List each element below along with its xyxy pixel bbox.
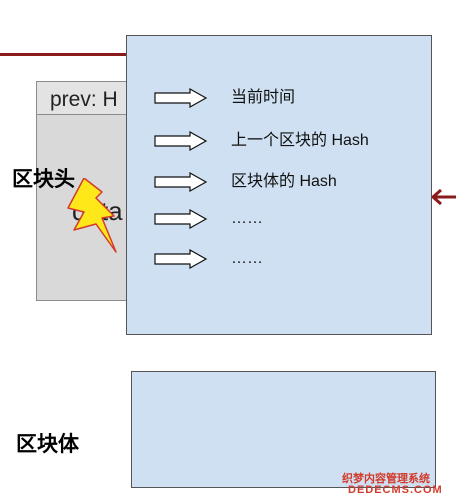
- watermark: 织梦内容管理系统 DEDECMS.COM: [342, 470, 452, 498]
- header-field-row: 上一个区块的 Hash: [127, 130, 433, 152]
- header-field-row: ……: [127, 248, 433, 270]
- lightning-icon: [67, 178, 117, 253]
- right-arrow-icon: [154, 249, 208, 269]
- header-field-text: ……: [231, 250, 263, 267]
- right-arrow-icon: [154, 209, 208, 229]
- right-arrow-icon: [154, 88, 208, 108]
- header-field-row: ……: [127, 208, 433, 230]
- header-field-row: 当前时间: [127, 87, 433, 109]
- header-field-text: ……: [231, 210, 263, 227]
- header-field-text: 上一个区块的 Hash: [231, 132, 369, 149]
- watermark-line1: 织梦内容管理系统: [342, 473, 430, 485]
- right-arrow-icon: [154, 172, 208, 192]
- header-field-row: 区块体的 Hash: [127, 171, 433, 193]
- connector-arrow-right: [431, 188, 456, 206]
- background-block-header: [36, 81, 128, 115]
- watermark-line2: DEDECMS.COM: [348, 484, 443, 496]
- connector-line-left: [0, 53, 128, 56]
- header-field-text: 区块体的 Hash: [231, 173, 337, 190]
- right-arrow-icon: [154, 131, 208, 151]
- background-block-header-text: prev: H: [50, 88, 118, 111]
- block-body-label: 区块体: [16, 433, 79, 456]
- header-field-text: 当前时间: [231, 89, 296, 106]
- block-body-panel: [131, 371, 436, 488]
- block-header-label: 区块头: [12, 168, 75, 191]
- block-header-panel: 当前时间 上一个区块的 Hash 区块体的 Hash …… ……: [126, 35, 432, 335]
